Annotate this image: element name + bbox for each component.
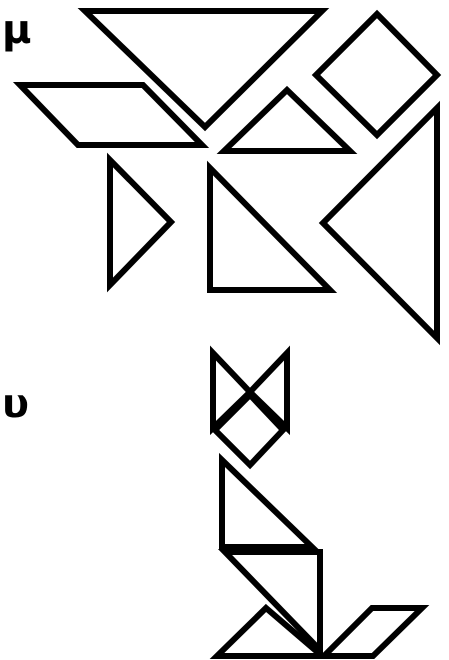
large-triangle-top [85,11,322,127]
panel-mu-pieces [20,11,437,338]
small-triangle-left [110,160,171,285]
large-triangle-center [210,168,330,290]
cat-tail-parallelogram [324,608,422,656]
medium-triangle-center [224,90,350,151]
panel-upsilon-cat [213,353,422,656]
cat-head-square [215,395,283,465]
square-right [316,14,437,135]
cat-neck-triangle [222,460,312,547]
